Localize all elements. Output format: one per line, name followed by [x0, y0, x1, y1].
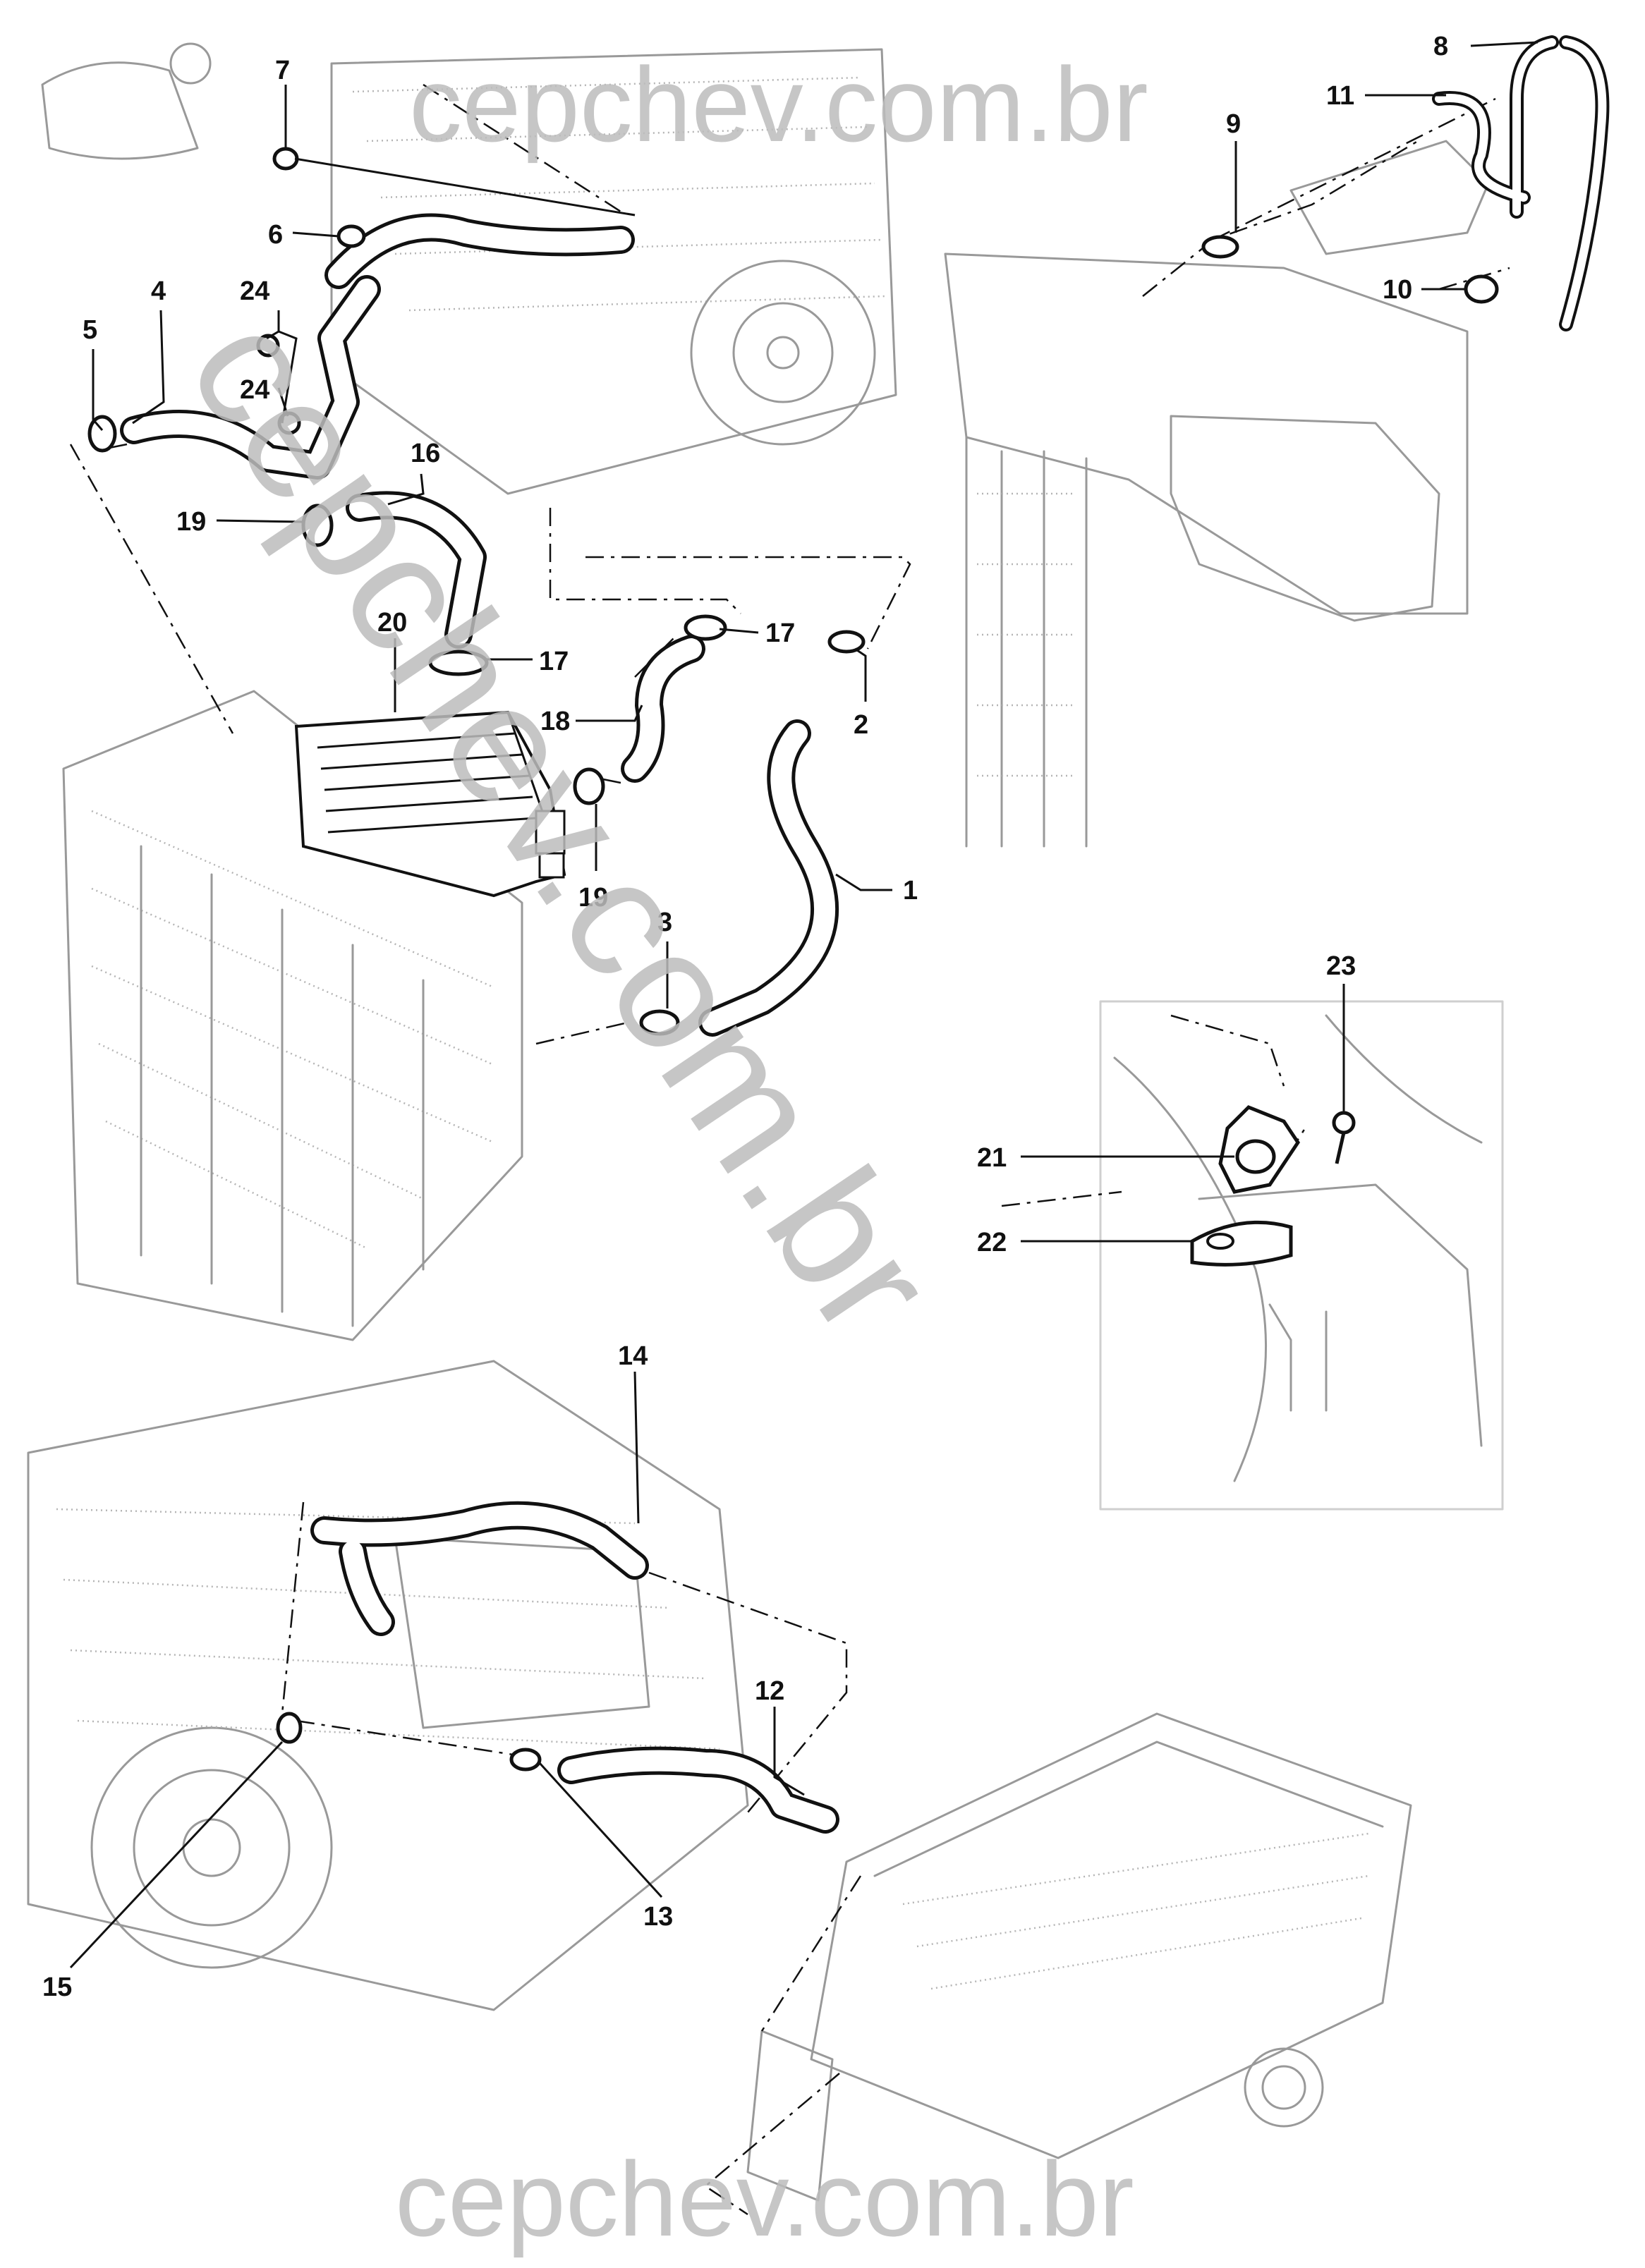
callout-19b: 19	[578, 883, 608, 913]
clamp-6	[336, 224, 366, 248]
leader-lines	[69, 41, 1538, 1969]
hvac-housing-illustration	[746, 1712, 1412, 2202]
watermark-diagonal: cepchev.com.br	[154, 281, 972, 1367]
clamp-15	[276, 1712, 303, 1744]
callout-23: 23	[1326, 951, 1356, 981]
clamp-9	[1201, 235, 1239, 259]
clamps	[87, 147, 1499, 1772]
clamp-19b	[573, 767, 605, 805]
callout-16: 16	[411, 439, 440, 468]
intercooler-illustration	[294, 710, 566, 898]
callout-9: 9	[1226, 109, 1241, 139]
watermark-top: cepchev.com.br	[409, 45, 1148, 164]
callout-14: 14	[618, 1341, 648, 1371]
callout-21: 21	[977, 1143, 1007, 1173]
callout-1: 1	[903, 876, 918, 906]
callout-3: 3	[657, 908, 672, 937]
clamp-13	[509, 1748, 542, 1772]
callout-24a: 24	[240, 276, 269, 306]
bracket-parts	[1190, 1105, 1356, 1267]
clamp-2	[827, 630, 866, 654]
detail-view-illustration	[1099, 1000, 1504, 1511]
clamp-5	[87, 415, 117, 453]
callout-labels: 1 2 3 4 5 6 7 8 9 10 11 12 13 14 15 16 1…	[42, 32, 1448, 2002]
clamp-7	[272, 147, 299, 171]
callout-6: 6	[268, 220, 283, 250]
watermark-bottom: cepchev.com.br	[395, 2140, 1134, 2258]
clamp-10	[1464, 274, 1499, 304]
clamp-17b	[684, 614, 727, 641]
bolt-23	[1332, 1111, 1356, 1135]
clamp-3	[639, 1009, 680, 1036]
callout-13: 13	[643, 1902, 673, 1932]
callout-11: 11	[1326, 81, 1354, 111]
clamp-24a	[256, 334, 280, 358]
callout-8: 8	[1433, 32, 1448, 61]
callout-4: 4	[151, 276, 166, 306]
engine-bottom-illustration	[27, 1360, 749, 2011]
callout-22: 22	[977, 1228, 1007, 1257]
callout-24b: 24	[240, 375, 269, 405]
callout-15: 15	[42, 1973, 72, 2002]
callout-17a: 17	[539, 647, 569, 676]
callout-17b: 17	[765, 618, 795, 648]
hoses	[120, 35, 1610, 1834]
callout-5: 5	[83, 315, 97, 345]
clamp-24b	[277, 411, 301, 435]
background-artwork	[27, 42, 1504, 2202]
callout-19a: 19	[176, 507, 206, 537]
clamp-17a	[428, 650, 489, 676]
clamp-19a	[301, 504, 334, 547]
callout-7: 7	[275, 56, 290, 85]
callout-10: 10	[1383, 275, 1412, 305]
callout-12: 12	[755, 1676, 784, 1706]
radiator-illustration	[62, 690, 523, 1341]
callout-20: 20	[377, 608, 407, 638]
front-panel-illustration	[944, 140, 1490, 848]
callout-18: 18	[540, 707, 570, 736]
callout-2: 2	[854, 710, 868, 740]
